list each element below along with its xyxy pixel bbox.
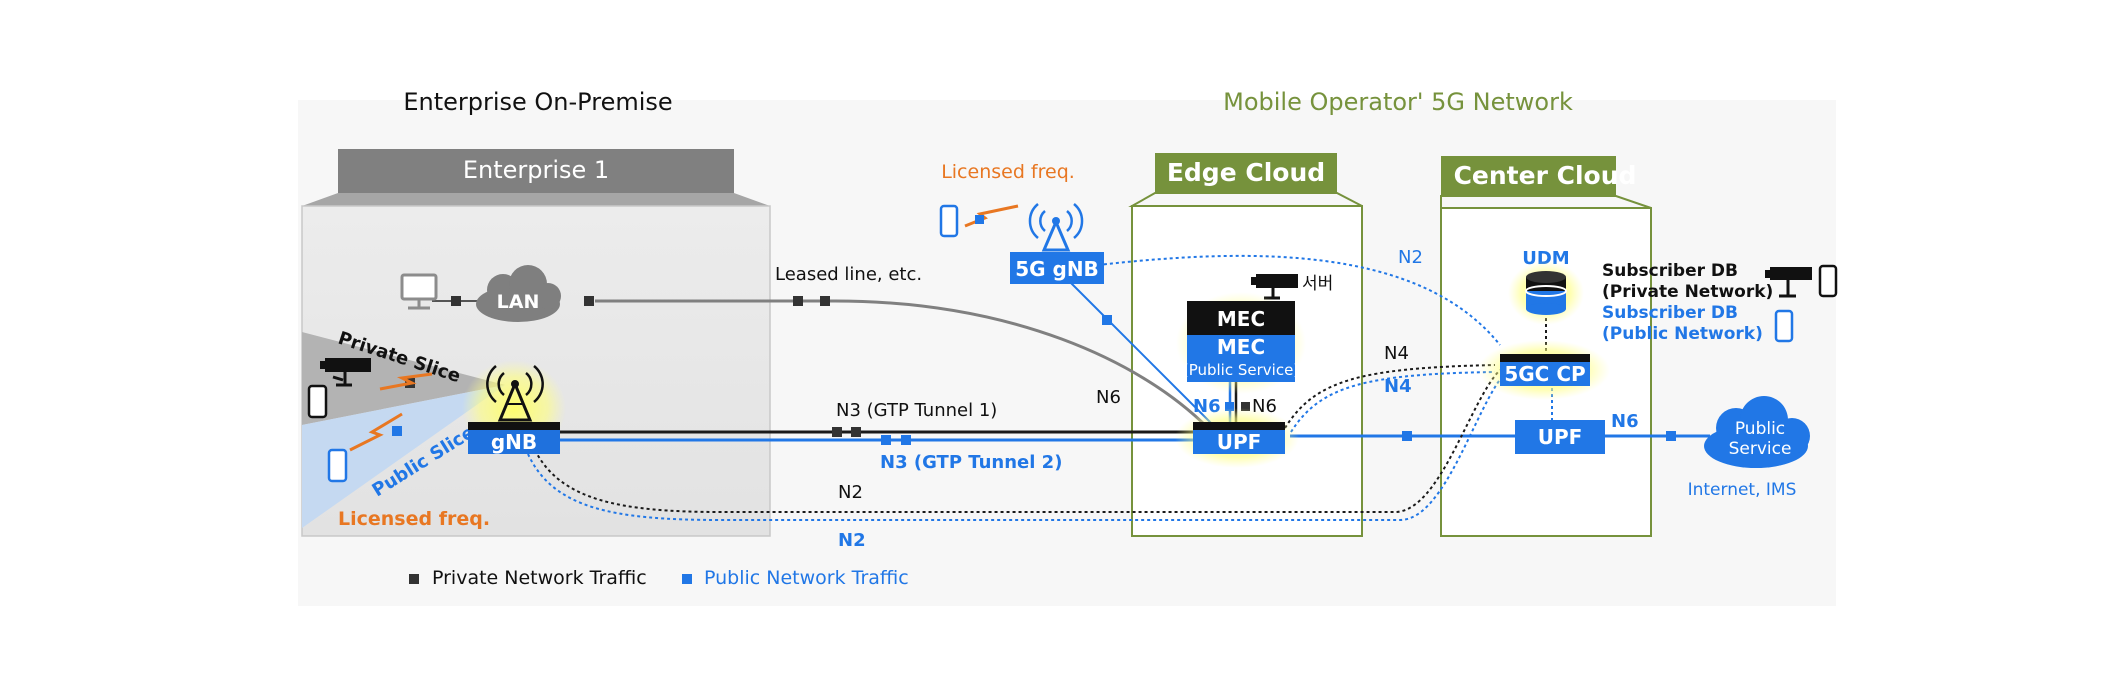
legend-public-label: Public Network Traffic bbox=[704, 567, 909, 589]
enterprise-gnb-label: gNB bbox=[491, 430, 537, 454]
subscriber-private-line2: (Private Network) bbox=[1602, 282, 1773, 302]
private-wireless-link bbox=[379, 372, 433, 391]
mec-public-sub-label: (Public Service) bbox=[1183, 361, 1299, 379]
n3-tunnel2-label: N3 (GTP Tunnel 2) bbox=[880, 452, 1062, 473]
operator-licensed-freq-label: Licensed freq. bbox=[941, 161, 1075, 183]
n2-top-label: N2 bbox=[1398, 247, 1423, 268]
edge-cloud-title: Edge Cloud bbox=[1167, 158, 1325, 187]
enterprise-roof bbox=[302, 193, 770, 206]
n2-blue-label: N2 bbox=[838, 530, 866, 551]
n3-tunnel1-label: N3 (GTP Tunnel 1) bbox=[836, 400, 997, 421]
edge-cloud-header bbox=[1155, 153, 1337, 193]
mec-public-label: MEC bbox=[1217, 335, 1265, 359]
public-service-line1: Public bbox=[1735, 419, 1785, 439]
heading-enterprise-on-premise: Enterprise On-Premise bbox=[403, 88, 672, 116]
legend-public-swatch bbox=[682, 574, 692, 584]
mec-node bbox=[1187, 301, 1295, 335]
n6-left-label: N6 bbox=[1096, 387, 1121, 408]
center-cloud-box: Center Cloud bbox=[1440, 156, 1652, 537]
gnb-upf-link bbox=[1067, 279, 1213, 425]
n6-right-label: N6 bbox=[1611, 411, 1639, 432]
n2-black-path bbox=[534, 369, 1501, 513]
enterprise-gnb-antenna-icon bbox=[486, 365, 544, 422]
legend-private-label: Private Network Traffic bbox=[432, 567, 647, 589]
n4-blue-path bbox=[1290, 371, 1496, 433]
subscriber-private-line1: Subscriber DB bbox=[1602, 261, 1738, 281]
mec-label: MEC bbox=[1217, 307, 1265, 331]
operator-gnb-node bbox=[1010, 252, 1104, 284]
public-service-caption: Internet, IMS bbox=[1688, 480, 1797, 500]
n2-blue-path bbox=[527, 371, 1507, 521]
public-wireless-link bbox=[349, 412, 403, 452]
enterprise-header bbox=[338, 149, 734, 193]
public-service-line2: Service bbox=[1729, 439, 1792, 459]
n4-blue-label: N4 bbox=[1384, 376, 1412, 397]
computer-icon bbox=[400, 273, 438, 310]
operator-gnb-antenna-icon bbox=[1028, 203, 1084, 252]
enterprise-box: Enterprise 1 bbox=[301, 149, 771, 537]
public-service-cloud-icon bbox=[1704, 396, 1810, 468]
cctv-camera-icon bbox=[320, 358, 371, 387]
legend: Private Network Traffic Public Network T… bbox=[409, 567, 909, 589]
subscriber-camera-icon bbox=[1765, 267, 1812, 298]
udm-database-icon bbox=[1525, 271, 1567, 315]
n4-black-label: N4 bbox=[1384, 343, 1409, 364]
lan-cloud-icon bbox=[476, 265, 561, 322]
n4-black-path bbox=[1284, 364, 1496, 429]
lan-label: LAN bbox=[497, 291, 540, 313]
center-upf-node bbox=[1515, 420, 1605, 454]
center-cloud-title: Center Cloud bbox=[1454, 161, 1637, 190]
leased-line-label: Leased line, etc. bbox=[775, 264, 922, 285]
server-label: 서버 bbox=[1302, 274, 1333, 294]
n2-black-label: N2 bbox=[838, 482, 863, 503]
legend-private-swatch bbox=[409, 574, 419, 584]
operator-phone-icon bbox=[939, 204, 959, 238]
center-upf-label: UPF bbox=[1538, 425, 1583, 449]
operator-gnb-label: 5G gNB bbox=[1015, 257, 1099, 281]
edge-upf-label: UPF bbox=[1217, 430, 1262, 454]
public-phone-icon bbox=[327, 448, 348, 483]
subscriber-public-line1: Subscriber DB bbox=[1602, 303, 1738, 323]
cp-label: 5GC CP bbox=[1504, 362, 1585, 386]
mec-public-node bbox=[1187, 335, 1295, 382]
center-cloud-header bbox=[1441, 156, 1616, 196]
enterprise-licensed-freq-label: Licensed freq. bbox=[338, 508, 490, 530]
n2-gnb-cp-link bbox=[1097, 254, 1501, 346]
subscriber-public-phone-icon bbox=[1774, 309, 1794, 343]
enterprise-title: Enterprise 1 bbox=[463, 156, 609, 184]
private-phone-icon bbox=[307, 384, 328, 419]
leased-line bbox=[595, 299, 1210, 430]
subscriber-private-phone-icon bbox=[1818, 264, 1838, 298]
public-slice-wedge bbox=[302, 385, 505, 528]
heading-mobile-operator: Mobile Operator' 5G Network bbox=[1223, 88, 1573, 116]
subscriber-public-line2: (Public Network) bbox=[1602, 324, 1763, 344]
